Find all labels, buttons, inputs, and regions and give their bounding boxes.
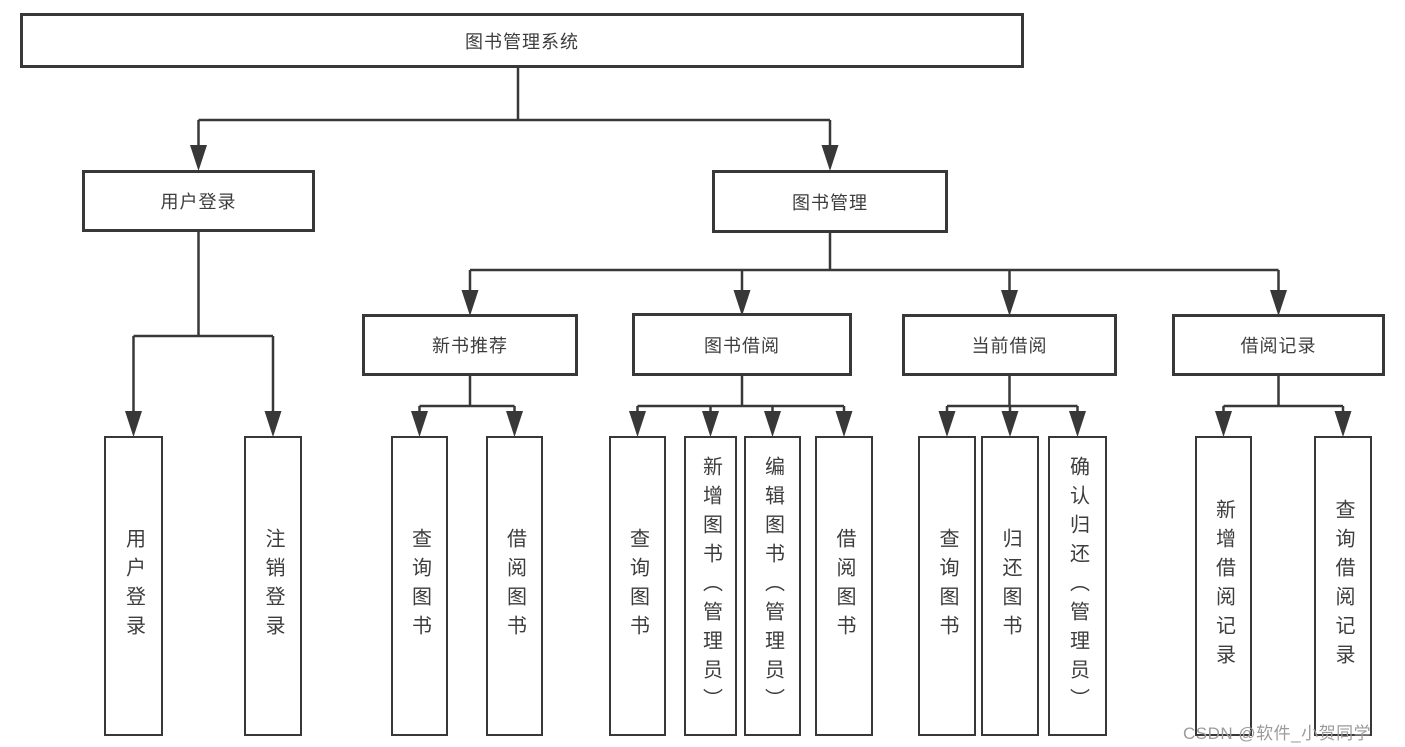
leaf-recommend-borrow-book: 借阅图书 (486, 436, 543, 736)
leaf-borrow-borrow-book: 借阅图书 (815, 436, 873, 736)
csdn-watermark: CSDN @软件_小贺同学 (1183, 724, 1372, 743)
arrowhead (125, 411, 142, 437)
node-library-system: 图书管理系统 (20, 13, 1024, 68)
leaf-user-login: 用户登录 (104, 436, 163, 736)
arrowhead (1215, 411, 1232, 437)
leaf-current-confirm-return-admin: 确认归还（管理员） (1048, 436, 1107, 736)
arrowhead (764, 411, 781, 437)
node-book-management: 图书管理 (712, 170, 948, 233)
arrowhead (835, 411, 853, 437)
leaf-logout: 注销登录 (244, 436, 302, 736)
leaf-current-return-book-label: 归还图书 (999, 528, 1021, 644)
leaf-recommend-query-book-label: 查询图书 (408, 528, 431, 644)
arrowhead (1270, 290, 1287, 316)
node-new-book-recommend: 新书推荐 (362, 314, 578, 376)
leaf-logout-label: 注销登录 (262, 528, 284, 644)
arrowhead (1001, 290, 1018, 316)
leaf-records-query-record: 查询借阅记录 (1314, 436, 1372, 736)
arrowhead (1001, 411, 1019, 437)
leaf-current-return-book: 归还图书 (981, 436, 1039, 736)
leaf-borrow-add-book-admin: 新增图书（管理员） (684, 436, 737, 736)
leaf-user-login-label: 用户登录 (122, 528, 145, 644)
node-book-borrow-label: 图书借阅 (704, 335, 780, 356)
arrowhead (629, 411, 646, 437)
leaf-current-query-book: 查询图书 (918, 436, 976, 736)
arrowhead (1069, 411, 1086, 437)
node-borrow-records-label: 借阅记录 (1240, 336, 1317, 356)
leaf-recommend-borrow-book-label: 借阅图书 (503, 528, 526, 644)
leaf-recommend-query-book: 查询图书 (391, 436, 448, 736)
arrowhead (461, 290, 479, 316)
arrowhead (506, 411, 523, 437)
node-current-borrow-label: 当前借阅 (971, 336, 1048, 356)
node-book-borrow: 图书借阅 (632, 313, 852, 376)
node-user-login: 用户登录 (82, 170, 315, 232)
leaf-records-add-record: 新增借阅记录 (1195, 436, 1252, 736)
leaf-borrow-query-book-label: 查询图书 (626, 528, 649, 644)
arrowhead (702, 411, 719, 437)
leaf-borrow-borrow-book-label: 借阅图书 (833, 528, 855, 644)
leaf-borrow-edit-book-admin-label: 编辑图书（管理员） (761, 455, 784, 717)
arrowhead (411, 411, 428, 437)
leaf-borrow-add-book-admin-label: 新增图书（管理员） (699, 455, 722, 717)
node-borrow-records: 借阅记录 (1172, 314, 1385, 376)
leaf-records-query-record-label: 查询借阅记录 (1332, 499, 1354, 673)
arrowhead (264, 411, 282, 437)
leaf-borrow-edit-book-admin: 编辑图书（管理员） (744, 436, 801, 736)
leaf-records-add-record-label: 新增借阅记录 (1212, 499, 1235, 673)
leaf-borrow-query-book: 查询图书 (609, 436, 666, 736)
node-current-borrow: 当前借阅 (902, 314, 1117, 376)
node-user-login-label: 用户登录 (160, 192, 237, 212)
arrowhead (1334, 411, 1352, 437)
leaf-current-confirm-return-admin-label: 确认归还（管理员） (1066, 455, 1089, 717)
arrowhead (821, 145, 839, 171)
node-new-book-recommend-label: 新书推荐 (432, 336, 508, 356)
arrowhead (190, 145, 207, 171)
arrowhead (938, 411, 956, 437)
arrowhead (733, 290, 751, 316)
node-library-system-label: 图书管理系统 (465, 31, 579, 52)
node-book-management-label: 图书管理 (792, 192, 868, 213)
leaf-current-query-book-label: 查询图书 (936, 528, 958, 644)
